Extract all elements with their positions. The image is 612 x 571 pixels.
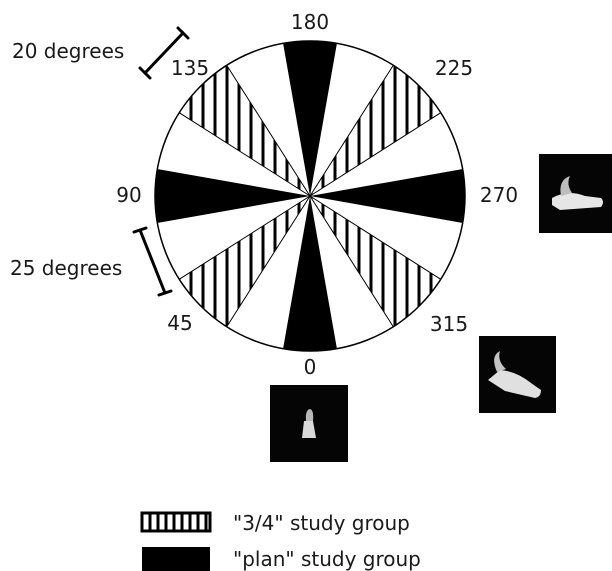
thumbnail-three-quarter-view	[479, 336, 556, 413]
legend-striped-label: "3/4" study group	[233, 511, 410, 535]
angle-label-225: 225	[435, 56, 473, 80]
angle-label-270: 270	[480, 183, 518, 207]
legend-striped-swatch	[140, 511, 212, 533]
thumbnail-front-view	[270, 385, 348, 462]
spacing-arrow-20	[138, 26, 190, 80]
sector-layer	[155, 41, 465, 351]
spacing-arrow-25	[132, 226, 173, 297]
legend-solid-label: "plan" study group	[233, 547, 421, 571]
outer-circle	[154, 40, 466, 352]
angle-label-45: 45	[167, 311, 192, 335]
angle-label-90: 90	[116, 183, 141, 207]
solid-sector-270	[310, 168, 465, 224]
solid-sector-180	[282, 41, 338, 196]
solid-sector-90	[155, 168, 310, 224]
legend: "3/4" study group "plan" study group	[140, 511, 421, 571]
spacing-label-25: 25 degrees	[10, 256, 122, 280]
solid-sector-0	[282, 196, 338, 351]
angle-label-315: 315	[430, 312, 468, 336]
angle-label-0: 0	[304, 355, 317, 379]
legend-solid-swatch	[142, 547, 210, 571]
angle-label-135: 135	[171, 56, 209, 80]
angle-label-180: 180	[291, 10, 329, 34]
spacing-label-20: 20 degrees	[12, 39, 124, 63]
thumbnail-side-view	[539, 154, 612, 233]
